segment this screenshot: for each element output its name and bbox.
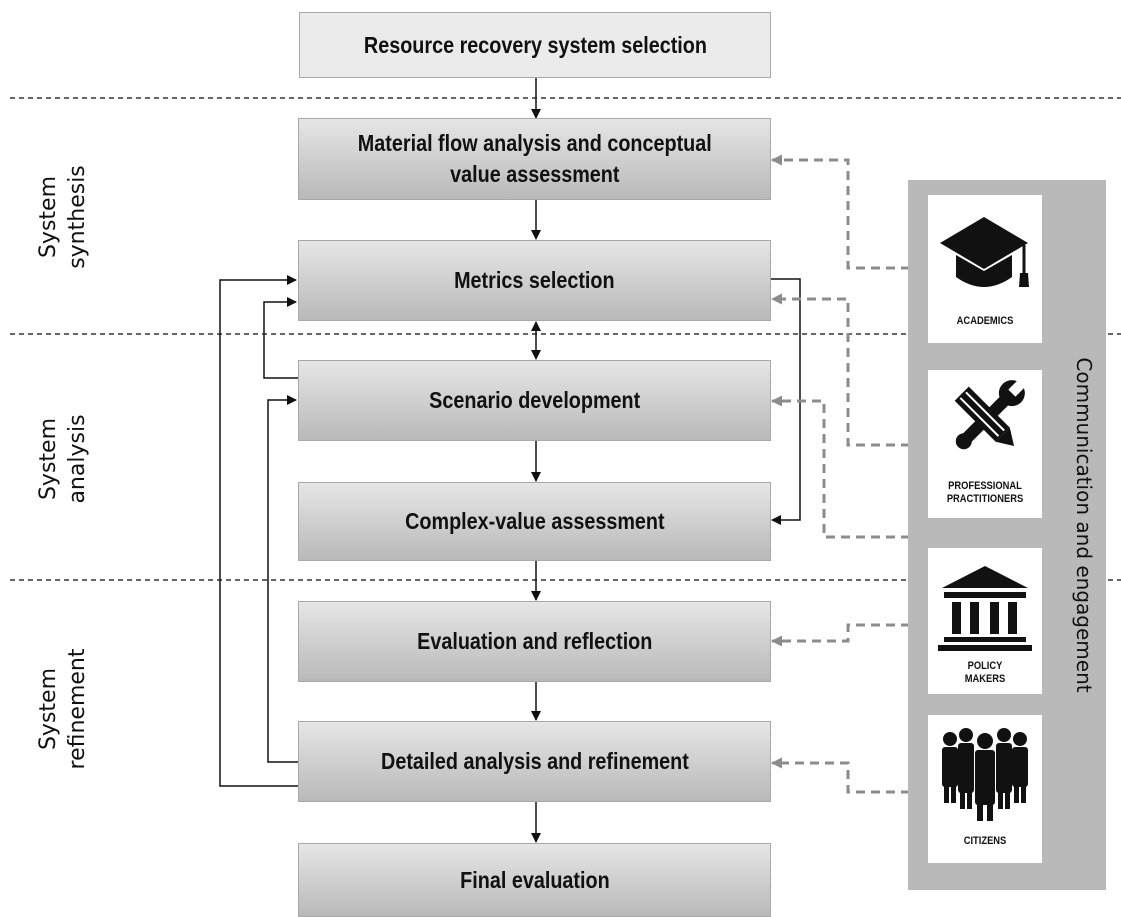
step-label: Final evaluation: [459, 866, 610, 893]
step-label: Evaluation and reflection: [416, 628, 653, 654]
stakeholder-policy-makers: POLICY MAKERS: [928, 548, 1042, 694]
step-label: Resource recovery system selection: [363, 31, 707, 58]
stakeholder-citizens: CITIZENS: [928, 715, 1042, 863]
stakeholder-academics: ACADEMICS: [928, 195, 1042, 343]
government-building-icon: [938, 566, 1032, 651]
stakeholder-label: CITIZENS: [963, 835, 1007, 847]
engage-academics-to-mfa: [771, 154, 910, 270]
step-label: Metrics selection: [454, 267, 615, 293]
phase-label-analysis: System analysis: [36, 414, 90, 504]
step-resource-recovery-selection: Resource recovery system selection: [299, 12, 771, 78]
engage-citizens-to-detailed: [771, 757, 910, 794]
engagement-panel-title: Communication and engagement: [1072, 357, 1096, 693]
step-label: Material flow analysis and conceptual va…: [357, 130, 712, 187]
step-label: Detailed analysis and refinement: [380, 748, 689, 774]
stakeholder-label: ACADEMICS: [956, 315, 1014, 327]
step-detailed-analysis: Detailed analysis and refinement: [298, 721, 771, 802]
step-scenario-development: Scenario development: [298, 360, 771, 441]
wrench-pencil-icon: [954, 378, 1027, 450]
step-metrics-selection: Metrics selection: [298, 240, 771, 321]
step-material-flow-analysis: Material flow analysis and conceptual va…: [298, 118, 771, 200]
phase-label-refinement: System refinement: [36, 648, 90, 770]
step-complex-value-assessment: Complex-value assessment: [298, 482, 771, 561]
stakeholder-label: POLICY MAKERS: [964, 660, 1006, 685]
step-label: Complex-value assessment: [404, 508, 665, 534]
step-label: Scenario development: [428, 387, 641, 413]
engage-policy-to-evaluation: [771, 623, 910, 647]
step-evaluation-reflection: Evaluation and reflection: [298, 601, 771, 682]
stakeholder-practitioners: PROFESSIONAL PRACTITIONERS: [928, 370, 1042, 518]
loop-detailed-to-metrics: [219, 275, 298, 787]
phase-label-synthesis: System synthesis: [36, 165, 90, 269]
graduation-cap-icon: [940, 217, 1029, 287]
engage-practitioners-to-scenario: [771, 395, 910, 539]
engage-practitioners-to-metrics: [771, 293, 910, 447]
loop-detailed-to-scenario: [267, 395, 298, 763]
people-group-icon: [942, 728, 1028, 821]
loop-scenario-to-metrics: [263, 297, 298, 379]
step-final-evaluation: Final evaluation: [298, 843, 771, 917]
stakeholder-label: PROFESSIONAL PRACTITIONERS: [946, 480, 1024, 505]
